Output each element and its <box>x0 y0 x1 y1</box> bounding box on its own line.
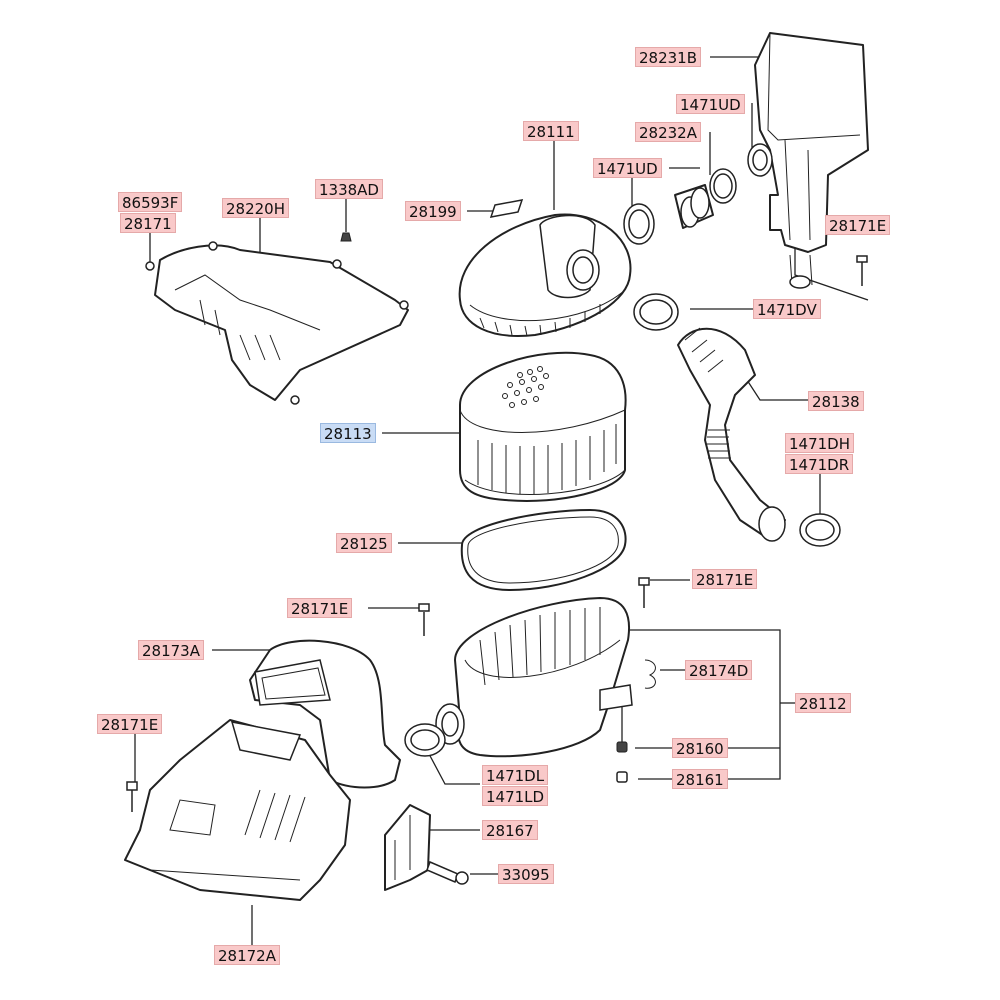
callout-28199: 28199 <box>405 201 461 221</box>
callout-28220H: 28220H <box>222 198 289 218</box>
lower-hardware <box>384 723 469 891</box>
callout-28125: 28125 <box>336 533 392 553</box>
callout-33095: 33095 <box>498 864 554 884</box>
callout-28111: 28111 <box>523 121 579 141</box>
callout-28171E: 28171E <box>825 215 891 235</box>
callout-1338AD: 1338AD <box>315 179 383 199</box>
callout-28113: 28113 <box>320 423 376 443</box>
callout-28160: 28160 <box>672 738 728 758</box>
callout-1471DV: 1471DV <box>753 299 821 319</box>
callout-1471UD: 1471UD <box>593 158 662 178</box>
callout-28232A: 28232A <box>635 122 701 142</box>
air-guide <box>145 232 409 405</box>
callout-28161: 28161 <box>672 769 728 789</box>
callout-28171E: 28171E <box>97 714 163 734</box>
hose-assembly <box>633 293 841 547</box>
callout-86593F: 86593F <box>118 192 183 212</box>
callout-28112: 28112 <box>795 693 851 713</box>
cleaner-body <box>435 597 656 783</box>
callout-1471DL: 1471DL <box>482 765 549 785</box>
callout-28171E: 28171E <box>692 569 758 589</box>
cleaner-cover <box>458 199 632 337</box>
callout-1471LD: 1471LD <box>482 786 549 806</box>
callout-1471DR: 1471DR <box>785 454 854 474</box>
callout-28172A: 28172A <box>214 945 280 965</box>
gasket <box>460 509 627 591</box>
callout-28167: 28167 <box>482 820 538 840</box>
callout-1471UD: 1471UD <box>676 94 745 114</box>
callout-28171: 28171 <box>120 213 176 233</box>
intake-clamps <box>623 168 737 245</box>
callout-28173A: 28173A <box>138 640 204 660</box>
callout-28171E: 28171E <box>287 598 353 618</box>
callout-28231B: 28231B <box>635 47 702 67</box>
filter-element <box>459 351 627 502</box>
callout-28138: 28138 <box>808 391 864 411</box>
callout-1471DH: 1471DH <box>785 433 855 453</box>
filter-dots <box>502 366 549 408</box>
screws <box>126 255 868 812</box>
callout-28174D: 28174D <box>685 660 753 680</box>
resonator <box>747 32 869 289</box>
intake-duct <box>249 639 401 789</box>
lower-guide <box>124 719 351 901</box>
